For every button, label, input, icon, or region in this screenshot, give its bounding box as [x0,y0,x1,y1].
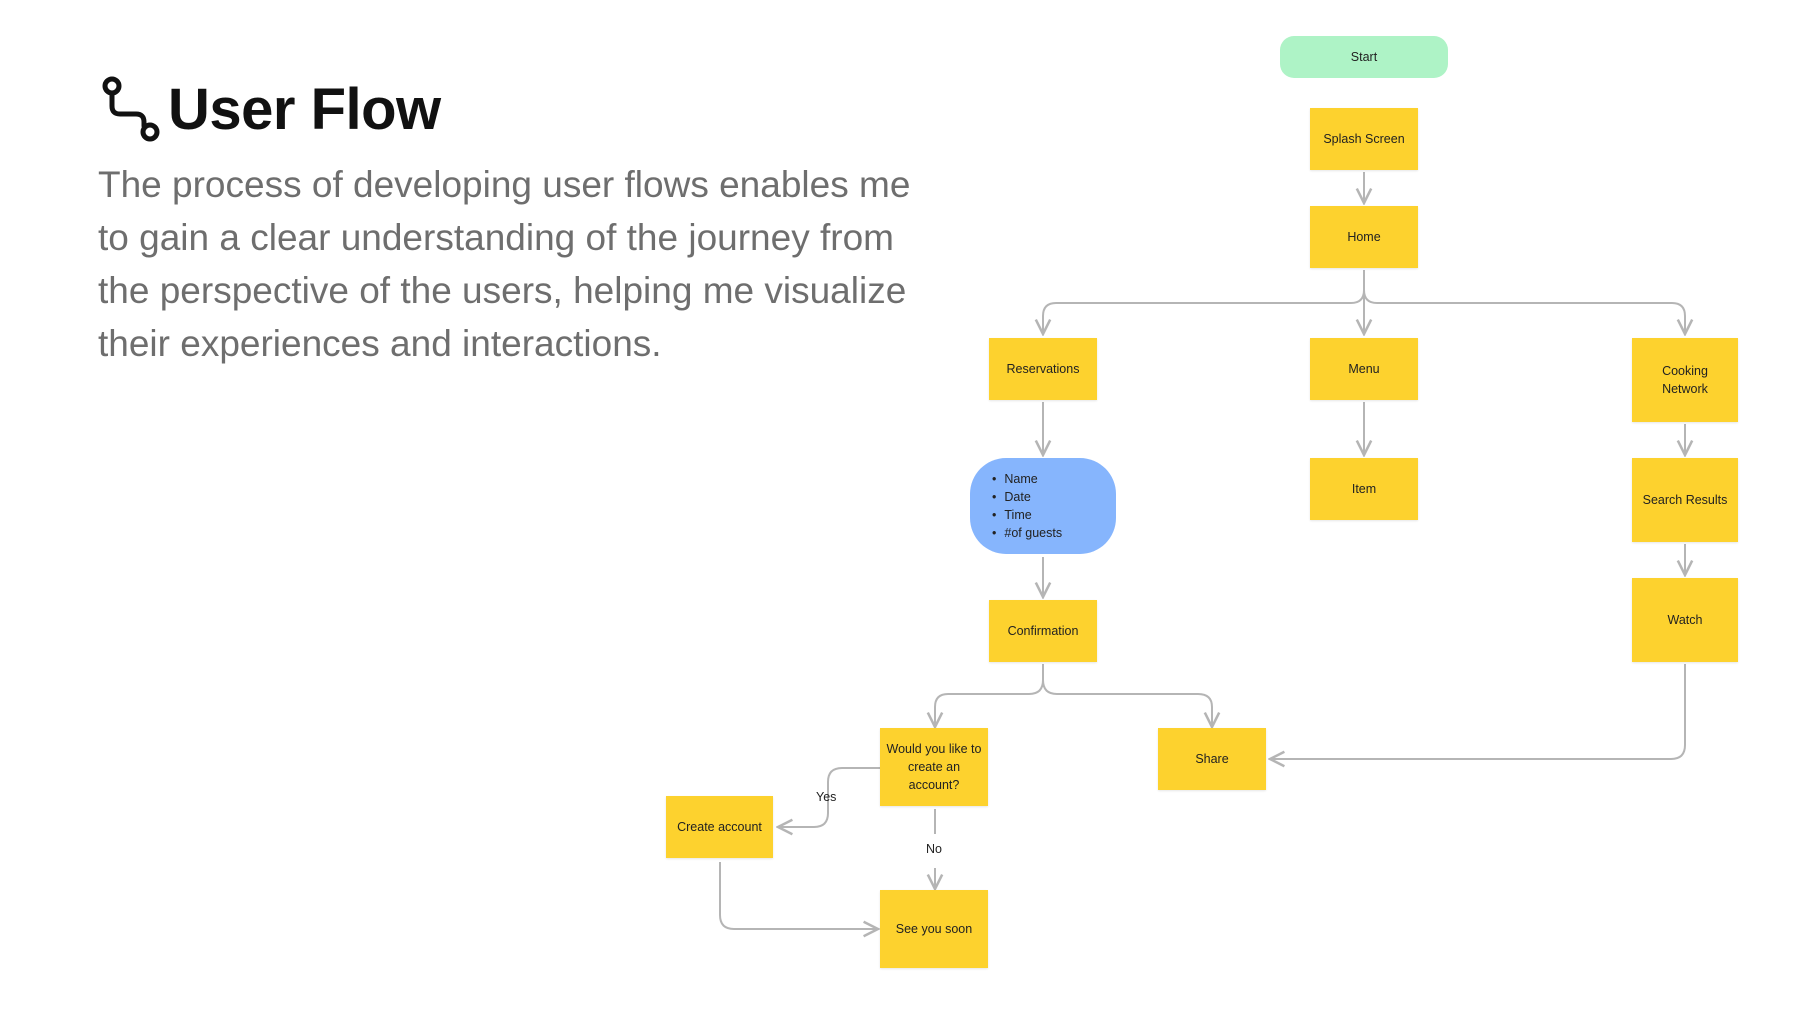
node-watch: Watch [1632,578,1738,662]
edge-label-yes: Yes [816,790,837,804]
node-reservation-form: Name Date Time #of guests [970,458,1116,554]
node-reservations: Reservations [989,338,1097,400]
node-create-account-prompt: Would you like to create an account? [880,728,988,806]
header: User Flow [102,76,441,144]
form-field-item: Time [992,506,1062,524]
node-search-results: Search Results [1632,458,1738,542]
node-see-you-soon: See you soon [880,890,988,968]
node-menu: Menu [1310,338,1418,400]
form-field-item: #of guests [992,524,1062,542]
flow-route-icon [102,76,160,142]
node-confirmation: Confirmation [989,600,1097,662]
connector-create-seeyou [719,862,878,929]
connector-home-reservations [1043,270,1365,334]
node-home: Home [1310,206,1418,268]
form-field-list: Name Date Time #of guests [992,470,1062,542]
node-create-account: Create account [666,796,773,858]
page-description: The process of developing user flows ena… [98,164,911,364]
form-field-item: Name [992,470,1062,488]
node-share: Share [1158,728,1266,790]
node-splash-screen: Splash Screen [1310,108,1418,170]
form-field-item: Date [992,488,1062,506]
node-item: Item [1310,458,1418,520]
node-cooking-network: Cooking Network [1632,338,1738,422]
connector-watch-share [1270,664,1686,759]
connector-prompt-yes [778,767,880,827]
connector-confirmation-share [1042,664,1212,727]
connector-home-cooking [1363,270,1685,334]
page-title: User Flow [168,77,441,142]
connector-confirmation-prompt [935,664,1044,727]
edge-label-no: No [926,842,942,856]
node-start: Start [1280,36,1448,78]
